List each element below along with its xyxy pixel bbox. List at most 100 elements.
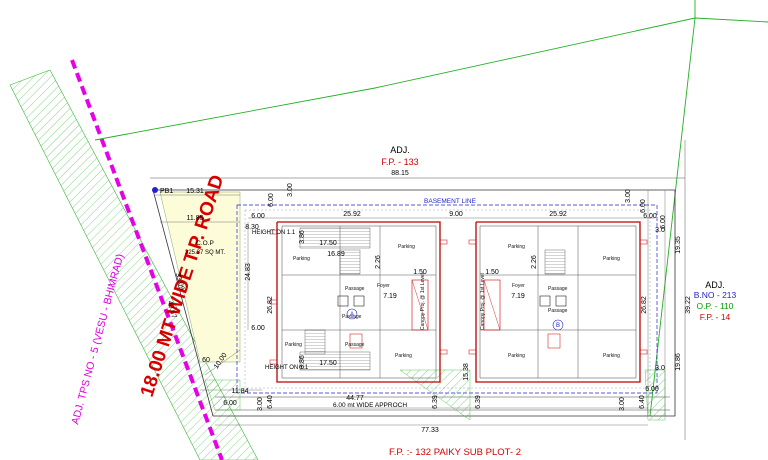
dim-11-84: 11.84 bbox=[232, 388, 249, 395]
green-zone bbox=[644, 369, 666, 421]
canopy-label: Canopy Proj. @ 1st Level bbox=[420, 273, 426, 330]
green-zone bbox=[204, 379, 241, 411]
dim-6-00: 6.00 bbox=[660, 215, 667, 229]
room-label-parking: Parking bbox=[395, 353, 412, 359]
room-label-parking: Parking bbox=[285, 342, 302, 348]
right-boundary-line bbox=[649, 17, 696, 417]
dim-6-00: 6.00 bbox=[251, 213, 265, 220]
dim-2-26: 2.26 bbox=[375, 255, 382, 269]
wing-b-label: B bbox=[556, 323, 560, 329]
dim-19-86: 19.86 bbox=[675, 353, 682, 371]
right-adj-bno: B.NO - 213 bbox=[694, 290, 737, 300]
building-a bbox=[269, 221, 448, 383]
room-label-parking: Parking bbox=[508, 244, 525, 250]
dim-3-0: 3.0 bbox=[655, 227, 665, 234]
approach-label: 6.00 mt WIDE APPROCH bbox=[333, 402, 407, 409]
dim-77-33: 77.33 bbox=[421, 427, 439, 434]
room-label-parking: Parking bbox=[293, 256, 310, 262]
dim-3-0: 3.0 bbox=[655, 365, 665, 372]
right-adj-label: ADJ. bbox=[705, 280, 725, 290]
top-adj-label: ADJ. bbox=[390, 145, 410, 155]
dim-6-00: 6.00 bbox=[223, 400, 237, 407]
room-label-passage: Passage bbox=[345, 286, 365, 292]
room-label-parking: Parking bbox=[508, 353, 525, 359]
cop-area bbox=[159, 191, 241, 363]
dim-9-00: 9.00 bbox=[449, 211, 463, 218]
canopy-label: Canopy Proj. @ 1st Level bbox=[480, 273, 486, 330]
dim-2-26: 2.26 bbox=[531, 255, 538, 269]
dim-6-39: 6.39 bbox=[475, 395, 482, 409]
cop-area: 325.37 SQ MT. bbox=[185, 250, 225, 256]
building-b bbox=[468, 221, 648, 383]
dim-6-40: 6.40 bbox=[267, 395, 274, 409]
pb1-marker bbox=[152, 187, 158, 193]
cop-label: C.O.P bbox=[196, 240, 214, 247]
pb1-label: PB1 bbox=[160, 188, 173, 195]
dim-3-86: 3.86 bbox=[299, 355, 306, 369]
dim-6-00: 6.00 bbox=[643, 213, 657, 220]
small-note: HEIGHT ON 1.1 bbox=[265, 365, 309, 371]
dim-17-50-b: 17.50 bbox=[319, 360, 337, 367]
dimension-line bbox=[204, 349, 241, 376]
dim-16-89: 16.89 bbox=[327, 251, 345, 258]
right-adj-fp: F.P. - 14 bbox=[700, 312, 731, 322]
top-adj-fp: F.P. - 133 bbox=[381, 157, 418, 167]
room-label-parking: Parking bbox=[603, 256, 620, 262]
room-label-parking: Parking bbox=[603, 353, 620, 359]
dim-24-83: 24.83 bbox=[245, 263, 252, 281]
dim-8-30: 8.30 bbox=[245, 224, 259, 231]
dim-7-19: 7.19 bbox=[383, 293, 397, 300]
dim-25-92-a: 25.92 bbox=[343, 211, 361, 218]
dim-60: 60 bbox=[202, 357, 210, 364]
dim-6-00: 6.00 bbox=[645, 386, 659, 393]
dim-39-22: 39.22 bbox=[685, 296, 692, 314]
dim-6-00: 6.00 bbox=[640, 199, 647, 213]
dim-40-67: 40.67 bbox=[166, 300, 177, 319]
room-label-passage: Passage bbox=[345, 342, 365, 348]
dim-3-00: 3.00 bbox=[287, 183, 294, 197]
plot-boundary bbox=[152, 189, 214, 417]
dim-11-85: 11.85 bbox=[187, 215, 204, 222]
dim-19-35: 19.35 bbox=[675, 236, 682, 254]
dim-6-00: 6.00 bbox=[251, 325, 265, 332]
dim-7-19: 7.19 bbox=[511, 293, 525, 300]
left-adj-label: ADJ. TPS NO - 5 (VESU - BHIMRAD) bbox=[69, 253, 126, 426]
plot-boundary bbox=[153, 189, 676, 417]
dim-3-86: 3.86 bbox=[299, 230, 306, 244]
dim-1-50: 1.50 bbox=[485, 269, 499, 276]
dim-3-00: 3.00 bbox=[619, 397, 626, 411]
dim-3-00: 3.00 bbox=[257, 397, 264, 411]
dim-1-50: 1.50 bbox=[413, 269, 427, 276]
dim-33-09: 33.09 bbox=[174, 272, 185, 291]
wing-a-marker bbox=[346, 308, 358, 320]
dim-44-77: 44.77 bbox=[346, 395, 364, 402]
right-adj-op: O.P. - 110 bbox=[696, 301, 733, 311]
green-zone bbox=[399, 369, 471, 421]
dim-26-82-a: 26.82 bbox=[267, 296, 274, 314]
dim-6-00: 6.00 bbox=[268, 193, 275, 207]
small-note: HEIGHT ON 1.1 bbox=[252, 230, 296, 236]
wing-b-marker bbox=[552, 319, 564, 331]
room-label-passage: Passage bbox=[548, 286, 568, 292]
bottom-fp-label: F.P. :- 132 PAIKY SUB PLOT- 2 bbox=[389, 447, 521, 458]
road-margin-hatch bbox=[9, 69, 259, 460]
dim-6-39: 6.39 bbox=[432, 395, 439, 409]
room-label-passage: Passage bbox=[548, 308, 568, 314]
adjacent-boundary-line bbox=[94, 17, 768, 141]
dim-17-50-a: 17.50 bbox=[319, 240, 337, 247]
room-label-passage: Passage bbox=[342, 314, 362, 320]
room-label-foyer: Foyer bbox=[512, 283, 525, 289]
dim-15-38: 15.38 bbox=[463, 363, 470, 381]
dim-88-15: 88.15 bbox=[391, 170, 409, 177]
room-label-parking: Parking bbox=[398, 244, 415, 250]
dim-6-40: 6.40 bbox=[639, 395, 646, 409]
room-label-foyer: Foyer bbox=[377, 283, 390, 289]
dim-25-92-b: 25.92 bbox=[549, 211, 567, 218]
wing-a-label: A bbox=[350, 312, 354, 318]
dim-15-31: 15.31 bbox=[186, 188, 204, 195]
basement-line-label: BASEMENT LINE bbox=[424, 198, 477, 205]
dim-26-82-b: 26.82 bbox=[641, 296, 648, 314]
dim-3-00: 3.00 bbox=[625, 189, 632, 203]
